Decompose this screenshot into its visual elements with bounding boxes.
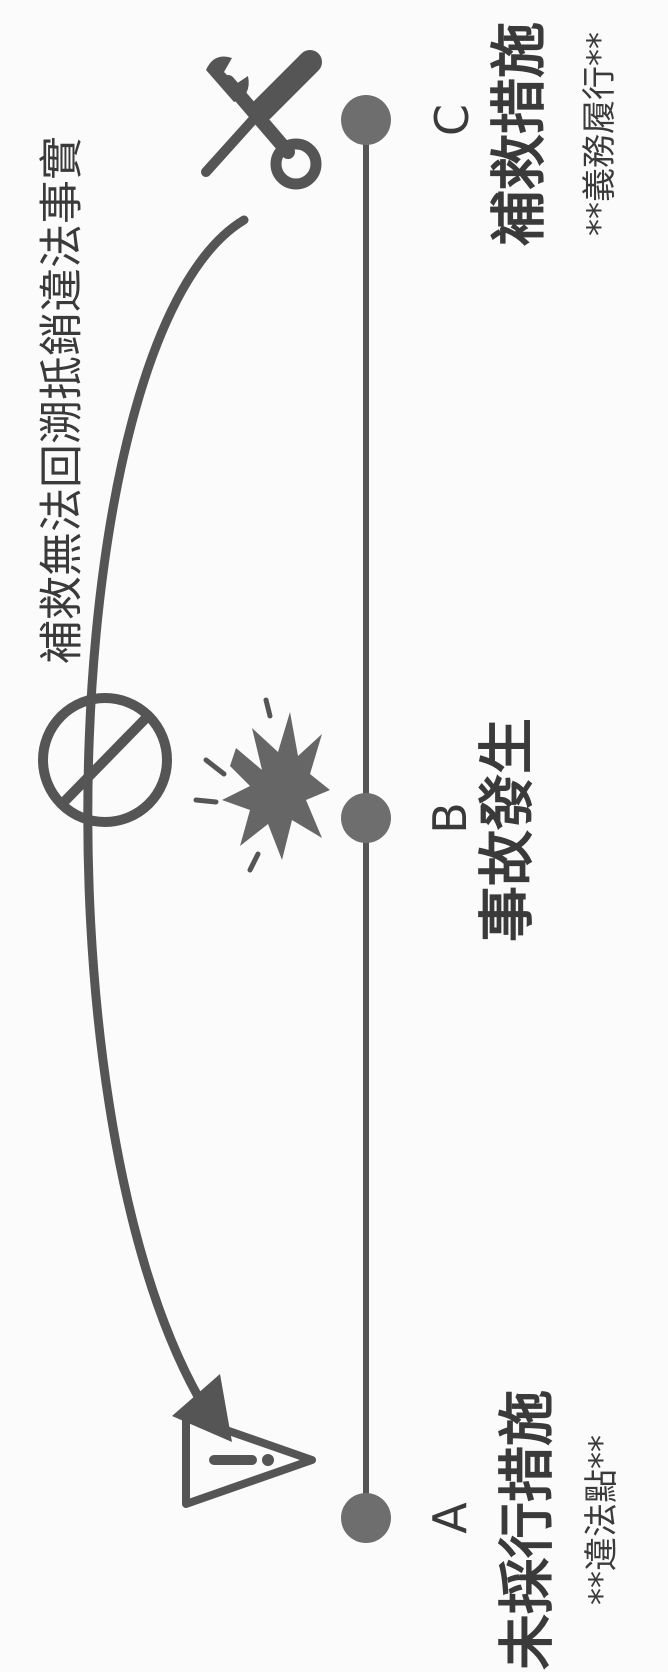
node-c-label: 補救措施 <box>488 22 553 246</box>
warning-triangle-icon <box>182 1412 316 1508</box>
arc-label: 補救無法回溯抵銷違法事實 <box>37 136 88 664</box>
collision-burst-icon <box>193 697 330 873</box>
node-b-letter: B <box>423 802 477 834</box>
node-a <box>341 1493 391 1543</box>
node-b <box>341 793 391 843</box>
node-c <box>341 95 391 145</box>
prohibition-icon <box>38 693 172 827</box>
node-a-note: **違法點** <box>582 1435 622 1605</box>
node-c-note: **義務履行** <box>580 32 620 236</box>
node-a-label: 未採行措施 <box>496 1390 561 1670</box>
node-c-letter: C <box>425 104 479 136</box>
wrench-screwdriver-icon <box>201 50 322 190</box>
node-b-label: 事故發生 <box>476 718 541 942</box>
node-a-letter: A <box>423 1502 477 1534</box>
backward-arc-arrow <box>83 215 249 1405</box>
